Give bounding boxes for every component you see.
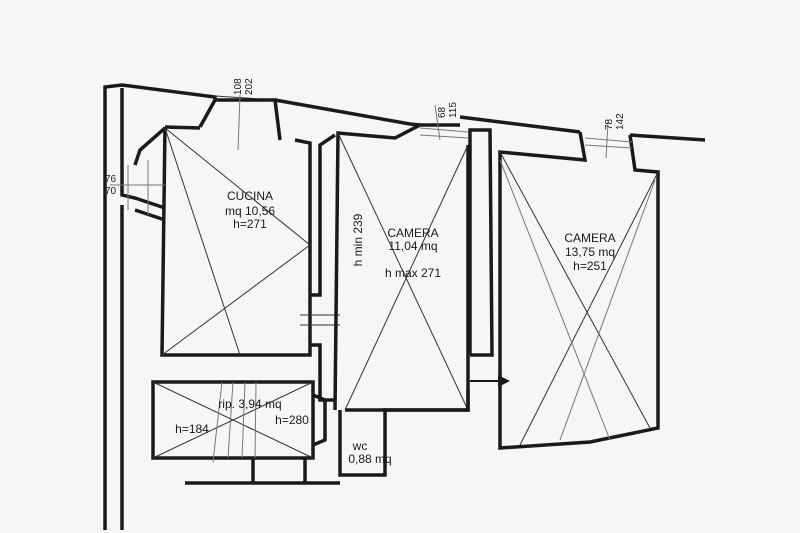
rip-h-high: h=280 [275, 413, 309, 427]
wc-area: 0,88 mq [348, 452, 391, 466]
room-ripostiglio [151, 380, 340, 485]
camera2-height: h=251 [573, 259, 607, 273]
cucina-name: CUCINA [227, 189, 273, 203]
room-camera-2 [498, 121, 660, 450]
camera1-name: CAMERA [387, 226, 438, 240]
camera1-hmax: h max 271 [385, 266, 441, 280]
room-cucina [110, 94, 312, 357]
camera1-hmin: h min 239 [351, 213, 365, 266]
camera2-area: 13,75 mq [565, 245, 615, 259]
window4-dim-a: 76 [105, 174, 117, 185]
window3-dim-a: 78 [604, 118, 615, 130]
window1-dim-b: 202 [244, 78, 255, 95]
rip-h-low: h=184 [175, 422, 209, 436]
outer-walls [103, 83, 706, 530]
window2-dim-a: 68 [437, 106, 448, 118]
camera2-name: CAMERA [564, 231, 615, 245]
wc-name: wc [352, 439, 368, 453]
cucina-area: mq 10,56 [225, 204, 275, 218]
door-arrow-icon [470, 375, 510, 387]
partition-wall [338, 128, 494, 477]
window3-dim-b: 142 [615, 113, 626, 130]
camera1-area: 11,04 mq [388, 239, 437, 253]
central-wall [300, 133, 340, 402]
window4-dim-b: 70 [105, 186, 117, 197]
cucina-height: h=271 [233, 217, 267, 231]
rip-area: rip. 3,94 mq [218, 397, 281, 411]
window2-dim-b: 115 [448, 102, 459, 118]
window1-dim-a: 108 [233, 78, 244, 95]
